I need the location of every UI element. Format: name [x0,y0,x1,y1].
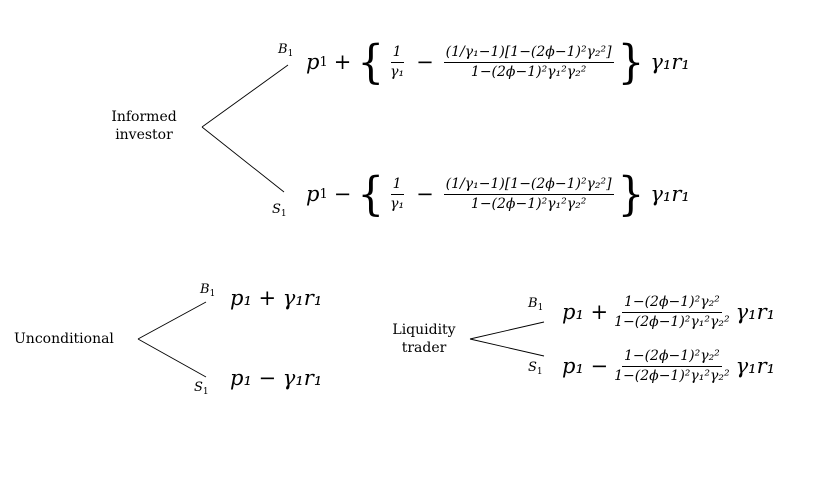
expr-lead: p [306,182,320,206]
expr-minus: − [416,50,434,74]
liquidity-top-node: B1 [528,296,543,313]
expr-lead: p₁ + [562,300,609,324]
fraction-numerator: (1/γ₁−1)[1−(2ϕ−1)²γ₂²] [443,176,614,195]
informed-top-branch [201,64,289,128]
node-subscript: 1 [287,49,294,59]
fraction-denominator: 1−(2ϕ−1)²γ₁²γ₂² [470,63,587,80]
expr-lead: p₁ − [562,354,609,378]
node-subscript: 1 [202,387,209,397]
fraction-main: 1−(2ϕ−1)²γ₂² 1−(2ϕ−1)²γ₁²γ₂² [612,294,731,329]
liquidity-label-line2: trader [401,340,447,356]
node-letter: B [278,42,288,57]
node-letter: S [528,360,537,375]
node-letter: S [272,202,281,217]
fraction-denominator: 1−(2ϕ−1)²γ₁²γ₂² [614,313,730,330]
unconditional-bottom-node: S1 [194,380,209,397]
node-subscript: 1 [209,289,216,299]
liquidity-top-branch [469,321,545,340]
unconditional-top-node: B1 [200,282,215,299]
informed-top-node: B1 [278,42,293,59]
informed-investor-label: Informed investor [100,108,188,144]
unconditional-bottom-expression: p₁ − γ₁r₁ [230,366,323,390]
expr-tail: γ₁r₁ [735,300,776,324]
node-subscript: 1 [537,303,544,313]
liquidity-bottom-branch [469,338,545,357]
fraction-numerator: 1 [390,176,404,195]
fraction-main: (1/γ₁−1)[1−(2ϕ−1)²γ₂²] 1−(2ϕ−1)²γ₁²γ₂² [443,176,614,212]
unconditional-bottom-branch [137,338,207,378]
unconditional-top-expression: p₁ + γ₁r₁ [230,286,323,310]
fraction-numerator: 1−(2ϕ−1)²γ₂² [621,294,722,313]
node-letter: B [528,296,538,311]
expr-tail: γ₁r₁ [735,354,776,378]
informed-bottom-branch [201,126,285,193]
fraction-numerator: 1−(2ϕ−1)²γ₂² [621,348,722,367]
liquidity-bottom-expression: p₁ − 1−(2ϕ−1)²γ₂² 1−(2ϕ−1)²γ₁²γ₂² γ₁r₁ [562,344,775,388]
unconditional-label: Unconditional [14,331,114,347]
expr-tail: γ₁r₁ [650,182,690,206]
node-subscript: 1 [280,209,287,219]
expr-tail: γ₁r₁ [650,50,690,74]
node-letter: S [194,380,203,395]
expr-lead: p [306,50,320,74]
liquidity-label-line1: Liquidity [392,322,456,338]
unconditional-top-branch [137,301,207,340]
fraction-one-over-gamma: 1 γ₁ [388,176,406,211]
expr-operator: − [333,182,352,206]
fraction-denominator: 1−(2ϕ−1)²γ₁²γ₂² [614,367,730,384]
right-brace: } [617,34,645,89]
informed-bottom-node: S1 [272,202,287,219]
expr-operator: + [333,50,352,74]
fraction-numerator: (1/γ₁−1)[1−(2ϕ−1)²γ₂²] [443,44,614,63]
expr-lead-sub: 1 [319,186,328,202]
fraction-denominator: γ₁ [390,195,405,212]
fraction-one-over-gamma: 1 γ₁ [388,44,406,79]
fraction-denominator: 1−(2ϕ−1)²γ₁²γ₂² [470,195,587,212]
informed-label-line2: investor [115,127,173,143]
expr-lead-sub: 1 [319,54,328,70]
node-subscript: 1 [536,367,543,377]
fraction-numerator: 1 [390,44,404,63]
left-brace: { [357,34,385,89]
fraction-main: (1/γ₁−1)[1−(2ϕ−1)²γ₂²] 1−(2ϕ−1)²γ₁²γ₂² [443,44,614,80]
informed-label-line1: Informed [111,109,177,125]
liquidity-trader-label: Liquidity trader [384,321,464,357]
liquidity-top-expression: p₁ + 1−(2ϕ−1)²γ₂² 1−(2ϕ−1)²γ₁²γ₂² γ₁r₁ [562,290,775,334]
expr-minus: − [416,182,434,206]
fraction-main: 1−(2ϕ−1)²γ₂² 1−(2ϕ−1)²γ₁²γ₂² [612,348,731,383]
left-brace: { [357,166,385,221]
fraction-denominator: γ₁ [390,63,405,80]
right-brace: } [617,166,645,221]
node-letter: B [200,282,210,297]
liquidity-bottom-node: S1 [528,360,543,377]
